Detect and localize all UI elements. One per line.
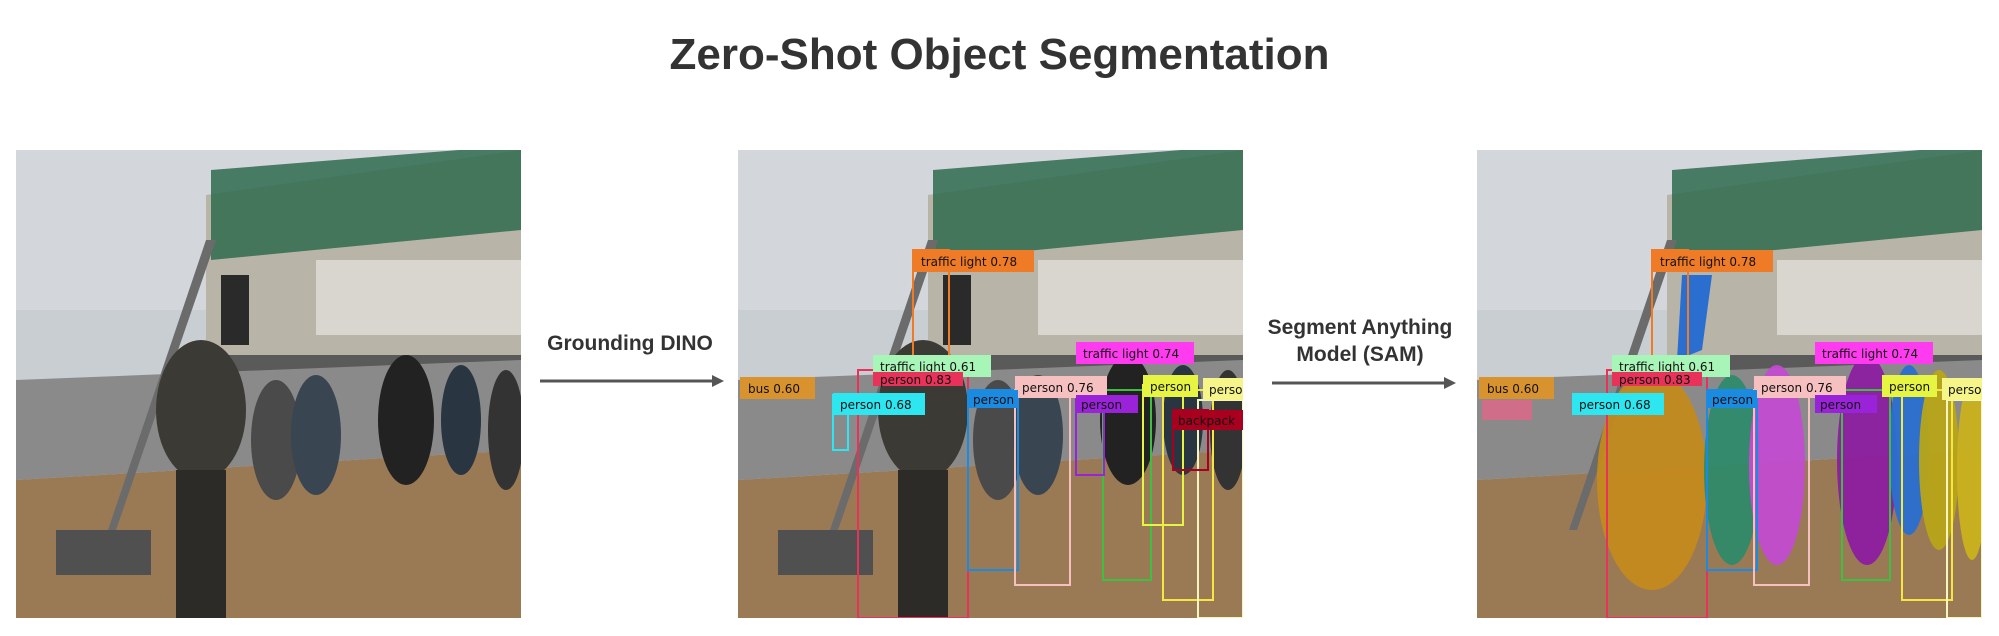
segmentation-street-photo: traffic light 0.78 traffic light 0.61 tr… xyxy=(1477,150,1982,618)
seg-label-traffic-light-074: traffic light 0.74 xyxy=(1815,342,1933,364)
svg-text:person 0.83: person 0.83 xyxy=(1619,373,1691,387)
svg-text:bus 0.60: bus 0.60 xyxy=(748,382,800,396)
det-label-person-076: person 0.76 xyxy=(1015,376,1107,398)
det-label-person-yellow: person xyxy=(1143,375,1198,397)
det-label-person-blue: person xyxy=(968,390,1018,408)
seg-label-traffic-light-078: traffic light 0.78 xyxy=(1653,250,1773,272)
mask-person-orange xyxy=(1597,370,1707,590)
svg-text:person 0.76: person 0.76 xyxy=(1761,381,1833,395)
svg-text:person: person xyxy=(1209,383,1243,397)
seg-label-person-blue: person xyxy=(1707,390,1757,408)
svg-text:person: person xyxy=(1889,380,1930,394)
mask-person-olive xyxy=(1919,370,1959,550)
arrow-right-icon xyxy=(540,375,724,387)
detection-street-photo: traffic light 0.78 traffic light 0.61 tr… xyxy=(738,150,1243,618)
det-label-person-cream: person xyxy=(1203,378,1243,400)
svg-text:traffic light 0.78: traffic light 0.78 xyxy=(1660,255,1756,269)
mask-bus xyxy=(1482,400,1532,420)
mask-person-yellow xyxy=(1957,380,1982,560)
svg-text:traffic light 0.74: traffic light 0.74 xyxy=(1083,347,1179,361)
det-label-traffic-light-078: traffic light 0.78 xyxy=(914,250,1034,272)
det-label-traffic-light-074: traffic light 0.74 xyxy=(1076,342,1194,364)
mask-person-blue xyxy=(1889,365,1929,535)
input-street-photo xyxy=(16,150,521,618)
seg-label-person-yellow: person xyxy=(1882,375,1937,397)
det-label-person-083: person 0.83 xyxy=(873,372,963,387)
svg-text:person: person xyxy=(1150,380,1191,394)
arrow-right-icon xyxy=(1272,377,1456,389)
svg-text:traffic light 0.78: traffic light 0.78 xyxy=(921,255,1017,269)
svg-text:traffic light 0.74: traffic light 0.74 xyxy=(1822,347,1918,361)
bbox-person-green xyxy=(1102,389,1152,581)
seg-label-person-076: person 0.76 xyxy=(1754,376,1846,398)
seg-label-bus-060: bus 0.60 xyxy=(1479,377,1554,399)
mask-traffic-light xyxy=(1677,275,1712,360)
det-label-person-068: person 0.68 xyxy=(833,393,925,415)
det-label-backpack: backpack xyxy=(1173,410,1243,430)
seg-label-person-purple: person xyxy=(1815,395,1877,413)
seg-label-person-cream: person xyxy=(1942,378,1982,400)
segmentation-image-panel: traffic light 0.78 traffic light 0.61 tr… xyxy=(1477,150,1982,618)
seg-label-person-068: person 0.68 xyxy=(1572,393,1664,415)
seg-label-traffic-light-061: traffic light 0.61 xyxy=(1612,355,1730,377)
svg-text:person: person xyxy=(1081,398,1122,412)
svg-text:person: person xyxy=(1948,383,1982,397)
stage-label-grounding-dino: Grounding DINO xyxy=(547,332,713,355)
svg-text:person: person xyxy=(1820,398,1861,412)
svg-text:bus 0.60: bus 0.60 xyxy=(1487,382,1539,396)
det-label-traffic-light-061: traffic light 0.61 xyxy=(873,355,991,377)
det-label-bus-060: bus 0.60 xyxy=(740,377,815,399)
mask-person-teal xyxy=(1704,375,1760,565)
mask-person-pink xyxy=(1749,365,1805,565)
svg-text:person 0.68: person 0.68 xyxy=(1579,398,1651,412)
svg-text:person 0.83: person 0.83 xyxy=(880,373,952,387)
page-title: Zero-Shot Object Segmentation xyxy=(669,30,1330,79)
svg-text:person 0.76: person 0.76 xyxy=(1022,381,1094,395)
svg-text:traffic light 0.61: traffic light 0.61 xyxy=(1619,360,1715,374)
svg-text:backpack: backpack xyxy=(1178,414,1235,428)
svg-text:traffic light 0.61: traffic light 0.61 xyxy=(880,360,976,374)
svg-text:person: person xyxy=(1712,393,1753,407)
input-image-panel xyxy=(16,150,521,618)
detection-image-panel: traffic light 0.78 traffic light 0.61 tr… xyxy=(738,150,1243,618)
stage-label-sam: Segment Anything Model (SAM) xyxy=(1267,316,1453,366)
det-label-person-purple: person xyxy=(1076,395,1138,413)
seg-label-person-083: person 0.83 xyxy=(1612,372,1702,387)
svg-text:person: person xyxy=(973,393,1014,407)
svg-text:person 0.68: person 0.68 xyxy=(840,398,912,412)
